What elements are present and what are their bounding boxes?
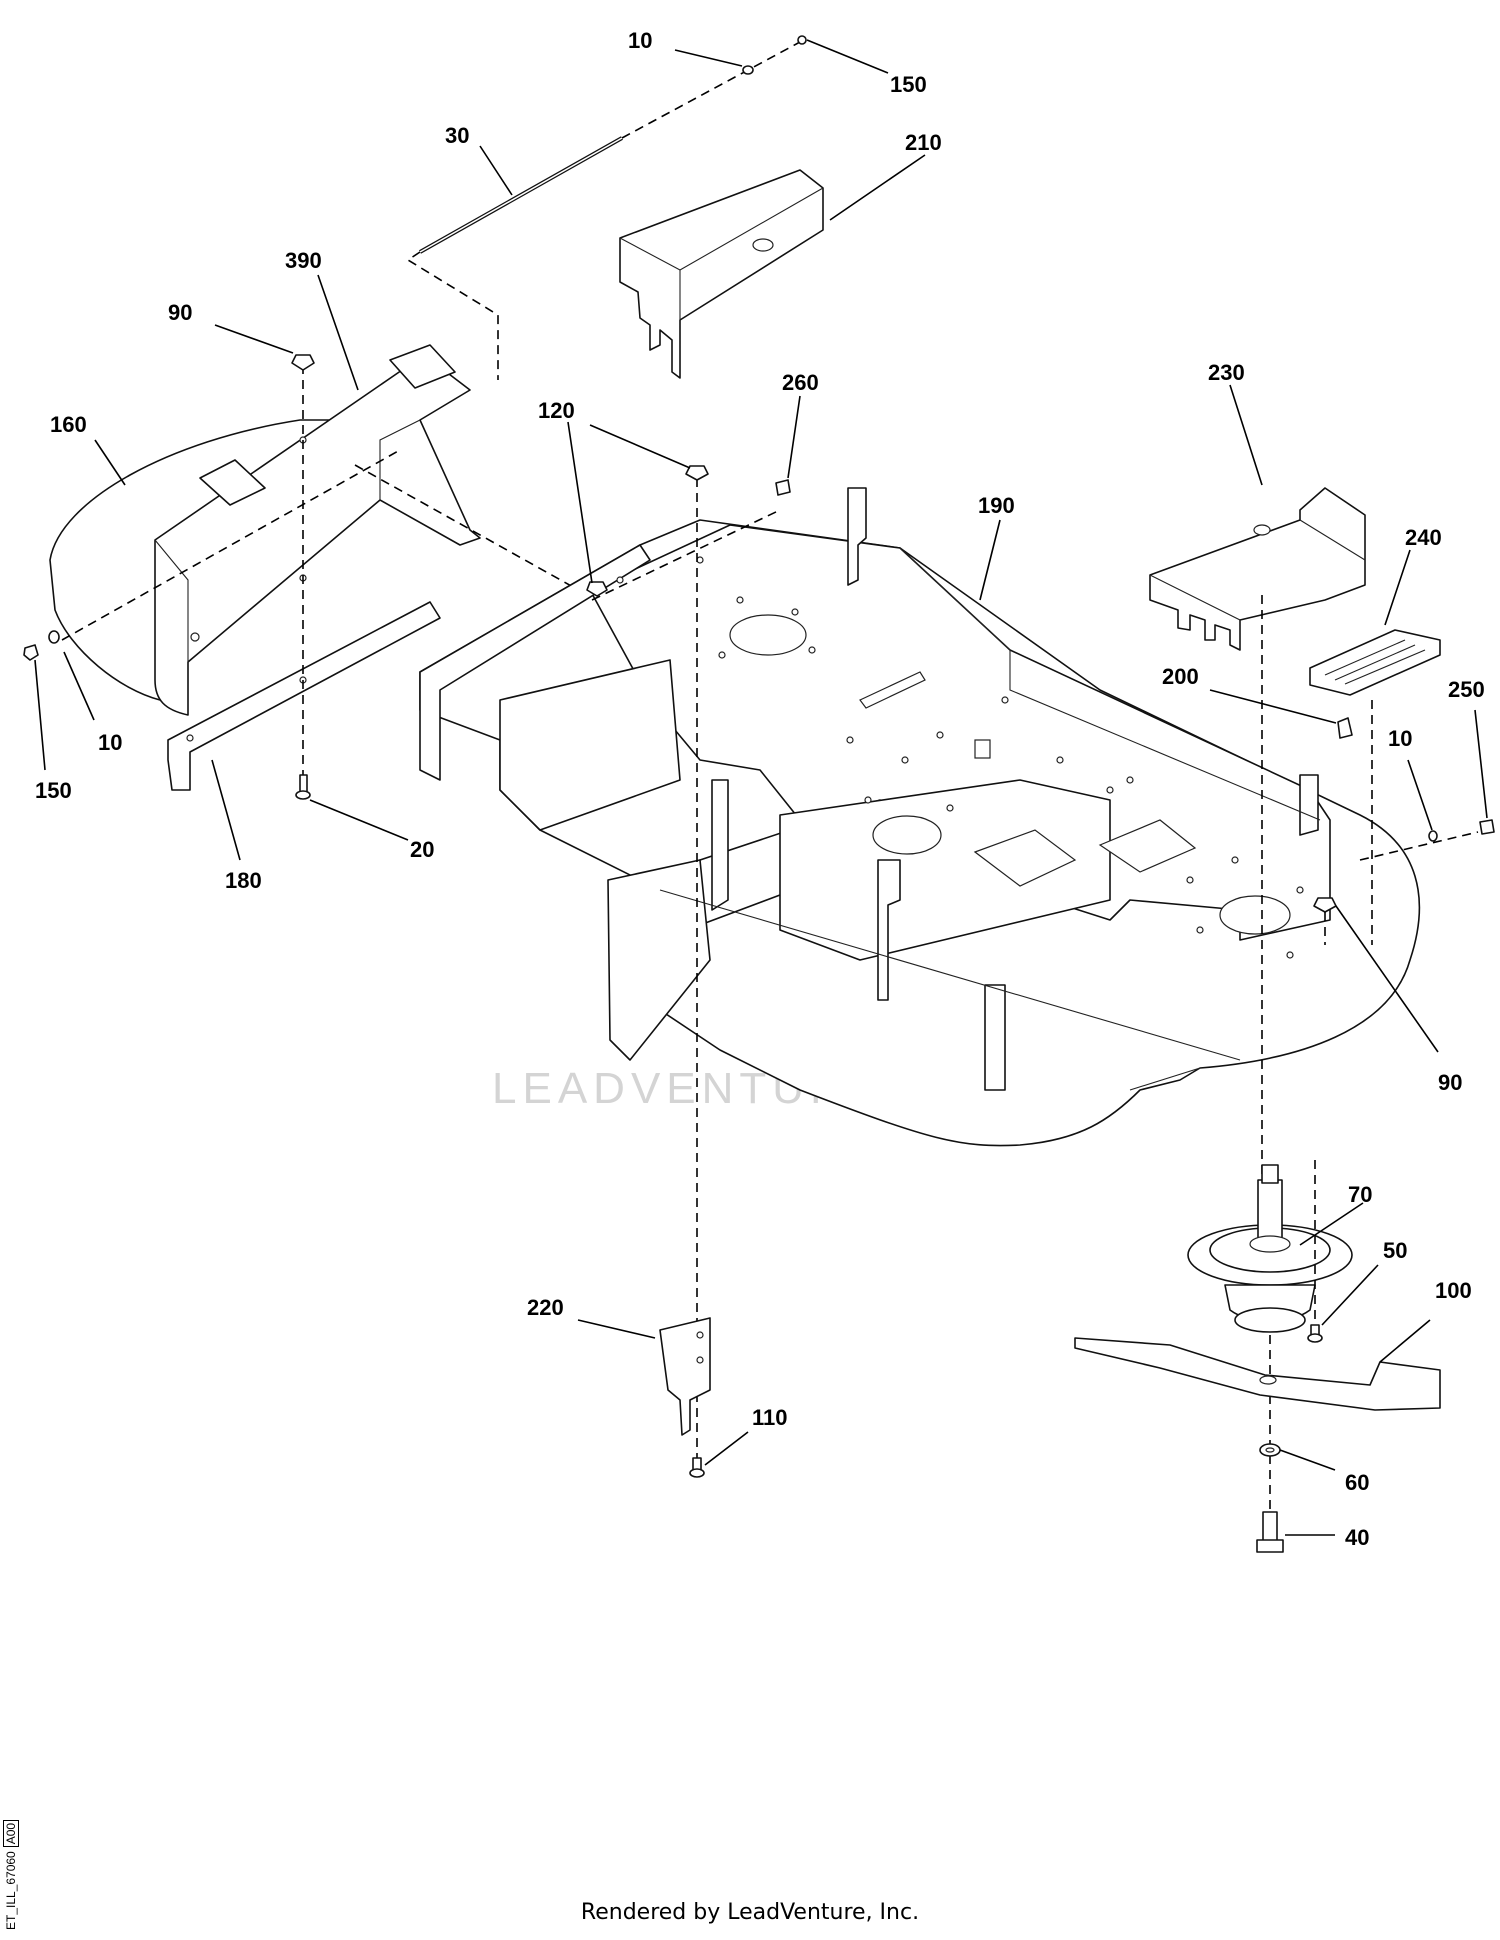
nut-150-left bbox=[23, 644, 39, 661]
callout-10-right: 10 bbox=[1388, 726, 1412, 751]
callout-150-left: 150 bbox=[35, 778, 72, 803]
callout-160: 160 bbox=[50, 412, 87, 437]
callout-10-left: 10 bbox=[98, 730, 122, 755]
callout-200: 200 bbox=[1162, 664, 1199, 689]
callout-190: 190 bbox=[978, 493, 1015, 518]
cover-210 bbox=[619, 169, 824, 379]
pad-240 bbox=[1309, 629, 1441, 696]
bolt-20 bbox=[295, 774, 311, 800]
callout-180: 180 bbox=[225, 868, 262, 893]
callout-250: 250 bbox=[1448, 677, 1485, 702]
bolt-40 bbox=[1256, 1511, 1284, 1553]
nut-120 bbox=[586, 581, 608, 597]
callout-40: 40 bbox=[1345, 1525, 1369, 1550]
blade-100 bbox=[1074, 1337, 1441, 1411]
washer-10-right bbox=[1428, 830, 1438, 842]
callout-220: 220 bbox=[527, 1295, 564, 1320]
callout-50: 50 bbox=[1383, 1238, 1407, 1263]
callout-70: 70 bbox=[1348, 1182, 1372, 1207]
cover-230 bbox=[1149, 487, 1366, 651]
bolt-250 bbox=[1479, 819, 1495, 835]
bracket-390 bbox=[154, 344, 481, 716]
washer-60 bbox=[1259, 1443, 1281, 1457]
callout-230: 230 bbox=[1208, 360, 1245, 385]
deck-small-holes bbox=[616, 556, 1304, 959]
render-credit: Rendered by LeadVenture, Inc. bbox=[580, 1900, 920, 1925]
callout-240: 240 bbox=[1405, 525, 1442, 550]
callout-90-left: 90 bbox=[168, 300, 192, 325]
bolt-50 bbox=[1307, 1324, 1323, 1343]
callout-60: 60 bbox=[1345, 1470, 1369, 1495]
nut-120-top bbox=[685, 465, 709, 481]
callout-210: 210 bbox=[905, 130, 942, 155]
callout-90-right: 90 bbox=[1438, 1070, 1462, 1095]
callout-120: 120 bbox=[538, 398, 575, 423]
nut-90-right bbox=[1313, 897, 1337, 913]
rod-30 bbox=[406, 41, 801, 380]
revision-code: A00 bbox=[3, 1819, 19, 1848]
deck-190 bbox=[419, 487, 1421, 1147]
washer-10-top bbox=[742, 35, 807, 75]
nut-90-left bbox=[291, 354, 315, 371]
callout-100: 100 bbox=[1435, 1278, 1472, 1303]
callout-390: 390 bbox=[285, 248, 322, 273]
callout-labels: 10 150 30 210 390 90 160 120 260 230 190… bbox=[35, 28, 1485, 1550]
clip-200 bbox=[1337, 717, 1353, 739]
bolt-110 bbox=[689, 1457, 705, 1478]
leader-lines bbox=[34, 39, 1488, 1536]
callout-260: 260 bbox=[782, 370, 819, 395]
washer-10-left bbox=[48, 630, 60, 644]
callout-110: 110 bbox=[752, 1405, 788, 1430]
screw-260 bbox=[775, 479, 791, 496]
callout-150-top: 150 bbox=[890, 72, 927, 97]
callout-30: 30 bbox=[445, 123, 469, 148]
callout-20: 20 bbox=[410, 837, 434, 862]
spindle-70 bbox=[1187, 1164, 1353, 1333]
bracket-220 bbox=[659, 1317, 711, 1436]
callout-10-top: 10 bbox=[628, 28, 652, 53]
